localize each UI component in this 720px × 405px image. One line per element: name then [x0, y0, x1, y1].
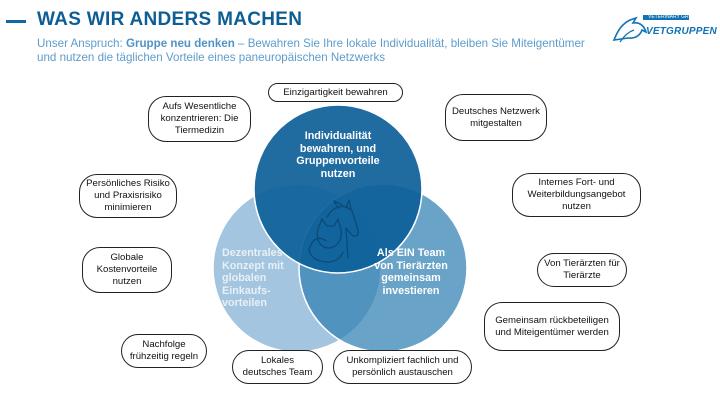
venn-label-right: Als EIN Team von Tierärzten gemeinsam in…	[374, 247, 448, 297]
page-title: WAS WIR ANDERS MACHEN	[37, 9, 303, 30]
pill-lokales-team: Lokales deutsches Team	[232, 350, 323, 384]
venn-label-top: Individualität bewahren, und Gruppenvort…	[296, 130, 380, 180]
pill-einzigartigkeit: Einzigartigkeit bewahren	[268, 83, 403, 102]
horse-cat-dog-icon	[308, 199, 359, 263]
page-subtitle: Unser Anspruch: Gruppe neu denken – Bewa…	[37, 37, 597, 65]
pill-unkompliziert: Unkompliziert fachlich und persönlich au…	[333, 350, 472, 384]
pill-miteigentuemer: Gemeinsam rückbeteiligen und Miteigentüm…	[484, 302, 620, 351]
title-accent-bar	[6, 20, 26, 23]
pill-aufs-wesentliche: Aufs Wesentliche konzentrieren: Die Tier…	[148, 96, 251, 142]
subtitle-rest: – Bewahren Sie Ihre lokale Individualitä…	[37, 37, 585, 64]
pill-nachfolge: Nachfolge frühzeitig regeln	[121, 334, 207, 368]
logo-subtext: VETERINARY GROUP	[648, 14, 700, 20]
vetgruppen-logo	[612, 15, 689, 43]
pill-kostenvorteile: Globale Kostenvorteile nutzen	[82, 247, 172, 293]
logo-text: VETGRUPPEN	[646, 26, 717, 37]
pill-fortbildung: Internes Fort- und Weiterbildungsangebot…	[512, 173, 641, 217]
venn-label-left: Dezentrales Konzept mit globalen Einkauf…	[222, 247, 284, 309]
subtitle-bold: Gruppe neu denken	[125, 37, 235, 50]
pill-deutsches-netzwerk: Deutsches Netzwerk mitgestalten	[445, 94, 547, 141]
pill-von-tieraerzten: Von Tierärzten für Tierärzte	[537, 253, 627, 287]
pill-risiko: Persönliches Risiko und Praxisrisiko min…	[79, 174, 177, 218]
subtitle-prefix: Unser Anspruch:	[37, 37, 126, 50]
venn-circle-top	[253, 104, 423, 274]
